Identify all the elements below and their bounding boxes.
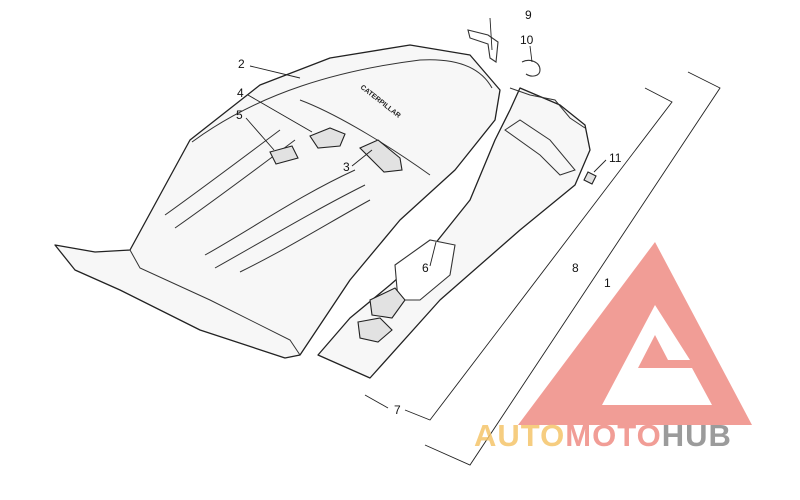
watermark-auto: AUTO (474, 418, 565, 453)
assembly-bracket-8 (404, 87, 673, 421)
callout-2: 2 (238, 57, 245, 71)
callout-10: 10 (520, 33, 534, 47)
callout-6: 6 (422, 261, 429, 275)
callout-3: 3 (343, 160, 350, 174)
callout-11: 11 (609, 151, 622, 165)
storage-cutout-mid (357, 317, 393, 343)
seat-pad-5 (269, 145, 299, 165)
bracket-part-9 (467, 29, 499, 63)
callout-4: 4 (237, 86, 244, 100)
cushion-center-seam (299, 99, 431, 176)
clip-part-10 (521, 59, 541, 77)
seat-graphic-stripe (164, 129, 371, 273)
rear-tray-outline (504, 119, 576, 176)
callout-8: 8 (572, 261, 579, 275)
cushion-top-seam (191, 59, 493, 143)
seat-assembly: CATERPILLAR (54, 44, 591, 379)
seat-pad-4 (309, 127, 346, 149)
cushion-side-line (129, 249, 301, 356)
callout-1: 1 (604, 276, 611, 290)
watermark-text: AUTOMOTOHUB (474, 418, 732, 453)
watermark-logo-triangle (518, 242, 752, 425)
seat-cushion (54, 44, 501, 359)
callout-9: 9 (525, 8, 532, 22)
callout-5: 5 (236, 108, 243, 122)
screw-part-11 (583, 171, 597, 185)
watermark-hub: HUB (662, 418, 732, 453)
rear-tray-inner (509, 87, 586, 129)
assembly-bracket-1 (424, 71, 721, 466)
storage-cutout-lower (369, 287, 406, 319)
callout-7: 7 (394, 403, 401, 417)
leader-lines (245, 17, 607, 409)
watermark-moto: MOTO (565, 418, 661, 453)
automotohub-watermark: AUTOMOTOHUB (474, 242, 752, 453)
seat-handle-3 (359, 139, 403, 173)
